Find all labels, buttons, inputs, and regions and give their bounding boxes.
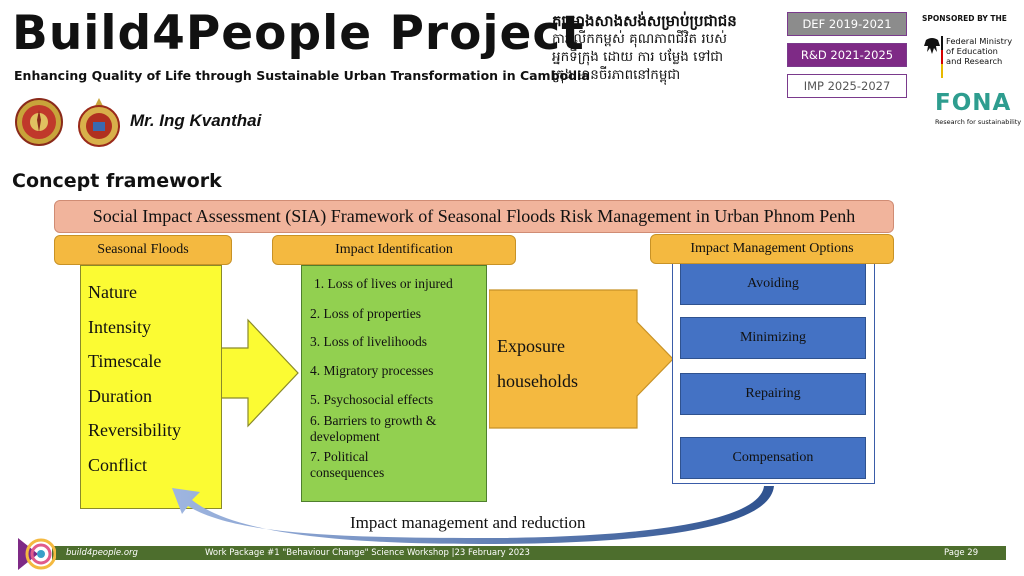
flood-factor: Reversibility	[88, 420, 181, 440]
khmer-subtitle-line: ក្រុង មានចីរភាពនៅកម្ពុជា	[552, 67, 681, 83]
flood-factor: Nature	[88, 282, 137, 302]
royal-emblem-icon	[15, 98, 63, 146]
ministry-line: of Education	[946, 46, 998, 56]
flood-factors-box: Nature Intensity Timescale Duration Reve…	[80, 265, 222, 509]
feedback-loop-label: Impact management and reduction	[350, 513, 586, 532]
impact-item: 4. Migratory processes	[310, 363, 434, 378]
phase-badge-imp: IMP 2025-2027	[787, 74, 907, 98]
build4people-logo-icon	[18, 538, 56, 570]
ministry-line: and Research	[946, 56, 1003, 66]
khmer-project-title: គម្រោងសាងសង់សម្រាប់ប្រជាជន ការលើកកម្ពស់ …	[552, 12, 782, 84]
khmer-subtitle-line: អ្នកទីក្រុង ដោយ ការ បម្លែង ទៅជា	[552, 49, 724, 65]
fona-logo: FONA	[935, 90, 1012, 116]
page-number: Page 29	[944, 548, 979, 558]
impact-item: 6. Barriers to growth & development	[310, 413, 437, 443]
phase-badge-def: DEF 2019-2021	[787, 12, 907, 36]
impact-item: 2. Loss of properties	[310, 306, 421, 321]
framework-banner: Social Impact Assessment (SIA) Framework…	[54, 200, 894, 233]
flood-factor: Timescale	[88, 351, 162, 371]
option-avoiding: Avoiding	[680, 263, 866, 305]
exposure-arrow	[489, 289, 674, 429]
footer-website: build4people.org	[66, 548, 138, 558]
section-heading: Concept framework	[12, 170, 222, 192]
exposure-label: households	[497, 371, 578, 391]
fona-tagline: Research for sustainability	[935, 118, 1022, 126]
federal-eagle-icon	[924, 36, 943, 78]
flood-factor: Conflict	[88, 455, 147, 475]
flood-factor: Duration	[88, 386, 152, 406]
footer-event: Work Package #1 "Behaviour Change" Scien…	[205, 548, 530, 558]
khmer-subtitle-line: ការលើកកម្ពស់ គុណភាពជីវិត របស់	[552, 31, 728, 47]
ministry-name: Federal Ministry of Education and Resear…	[946, 36, 1012, 66]
impact-identification-header: Impact Identification	[272, 235, 516, 265]
project-title: Build4People Project	[12, 6, 585, 61]
presenter-name: Mr. Ing Kvanthai	[130, 111, 262, 130]
impact-item: 5. Psychosocial effects	[310, 392, 434, 407]
option-compensation: Compensation	[680, 437, 866, 479]
sponsor-label: SPONSORED BY THE	[922, 14, 1007, 23]
impact-item: 1. Loss of lives or injured	[314, 276, 453, 291]
impact-item: 7. Political consequences	[310, 449, 385, 480]
impact-list-box: 1. Loss of lives or injured 2. Loss of p…	[301, 265, 487, 502]
phase-badge-rd: R&D 2021-2025	[787, 43, 907, 67]
seasonal-floods-header: Seasonal Floods	[54, 235, 232, 265]
option-minimizing: Minimizing	[680, 317, 866, 359]
exposure-label: Exposure	[497, 336, 565, 356]
project-subtitle: Enhancing Quality of Life through Sustai…	[14, 68, 590, 83]
ministry-line: Federal Ministry	[946, 36, 1013, 46]
management-options-box: Avoiding Minimizing Repairing Compensati…	[672, 262, 875, 484]
impact-item: 3. Loss of livelihoods	[310, 334, 427, 349]
footer-bar	[52, 546, 1006, 560]
impact-management-options-header: Impact Management Options	[650, 234, 894, 264]
floods-to-impact-arrow	[222, 318, 299, 428]
khmer-title-line: គម្រោងសាងសង់សម្រាប់ប្រជាជន	[552, 12, 737, 30]
flood-factor: Intensity	[88, 317, 151, 337]
option-repairing: Repairing	[680, 373, 866, 415]
ministry-emblem-icon	[78, 98, 120, 147]
